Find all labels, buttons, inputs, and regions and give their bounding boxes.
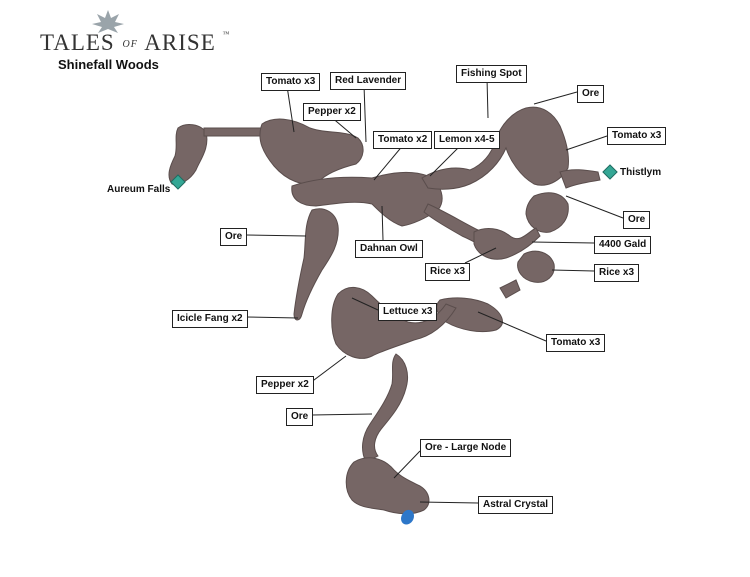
terrain-south-spine bbox=[362, 353, 409, 463]
label-tomato-x3-north: Tomato x3 bbox=[261, 73, 321, 91]
leader-line bbox=[464, 247, 497, 264]
logo-word-tales: TALES bbox=[40, 30, 115, 55]
logo-word-arise: ARISE bbox=[144, 30, 216, 55]
exit-label-aureum-falls[interactable]: Aureum Falls bbox=[107, 184, 171, 195]
terrain-west-corridor bbox=[203, 127, 263, 137]
leader-line bbox=[477, 311, 547, 342]
logo-crest-icon bbox=[92, 10, 124, 33]
label-lettuce-x3: Lettuce x3 bbox=[378, 303, 438, 321]
terrain-east-link bbox=[559, 169, 601, 189]
label-pepper-x2-south: Pepper x2 bbox=[256, 376, 314, 394]
leader-line bbox=[381, 205, 384, 241]
label-fishing-spot: Fishing Spot bbox=[456, 65, 527, 83]
leader-line bbox=[286, 85, 295, 133]
leader-line bbox=[363, 84, 367, 143]
leader-line bbox=[565, 195, 624, 219]
exit-diamond-icon[interactable] bbox=[602, 164, 618, 180]
terrain-central-passage bbox=[291, 171, 443, 227]
terrain-connector-south bbox=[499, 279, 521, 299]
leader-line bbox=[245, 234, 307, 237]
leader-line bbox=[565, 135, 608, 151]
terrain-middle-region bbox=[331, 287, 457, 359]
label-4400-gald: 4400 Gald bbox=[594, 236, 652, 254]
leader-line bbox=[393, 450, 421, 479]
label-astral-crystal: Astral Crystal bbox=[478, 496, 554, 514]
label-tomato-x3-south: Tomato x3 bbox=[546, 334, 606, 352]
leader-line bbox=[419, 501, 479, 504]
label-ore-large-node: Ore - Large Node bbox=[420, 439, 512, 457]
leader-line bbox=[429, 143, 463, 177]
label-lemon-x4-5: Lemon x4-5 bbox=[434, 131, 500, 149]
leader-line bbox=[551, 269, 595, 272]
label-tomato-x2: Tomato x2 bbox=[373, 131, 433, 149]
map-subtitle: Shinefall Woods bbox=[58, 57, 159, 72]
game-logo: TALES OF ARISE ™ bbox=[40, 30, 230, 56]
label-rice-x3-west: Rice x3 bbox=[425, 263, 471, 281]
label-ore-east: Ore bbox=[623, 211, 651, 229]
label-ore-northeast: Ore bbox=[577, 85, 605, 103]
terrain-east-pocket bbox=[525, 192, 569, 233]
terrain-south-chamber bbox=[345, 457, 430, 515]
terrain-aureum-arm bbox=[168, 124, 208, 185]
label-tomato-x3-east: Tomato x3 bbox=[607, 127, 667, 145]
leader-line bbox=[533, 91, 578, 105]
label-icicle-fang-x2: Icicle Fang x2 bbox=[172, 310, 248, 328]
leader-line bbox=[486, 77, 489, 119]
leader-line bbox=[309, 355, 347, 384]
astral-crystal-icon[interactable] bbox=[401, 509, 414, 525]
leader-line bbox=[245, 316, 299, 319]
leader-line bbox=[351, 297, 379, 311]
leader-line bbox=[311, 413, 373, 416]
label-ore-west: Ore bbox=[220, 228, 248, 246]
terrain-rice-corridor bbox=[473, 227, 541, 260]
terrain-northwest-cluster bbox=[259, 118, 364, 185]
logo-trademark: ™ bbox=[222, 30, 231, 38]
label-dahnan-owl: Dahnan Owl bbox=[355, 240, 423, 258]
exit-diamond-icon[interactable] bbox=[170, 174, 186, 190]
label-red-lavender: Red Lavender bbox=[330, 72, 407, 90]
label-rice-x3-east: Rice x3 bbox=[594, 264, 640, 282]
map-markers bbox=[170, 164, 618, 525]
terrain-west-spine bbox=[293, 208, 339, 321]
label-ore-south: Ore bbox=[286, 408, 314, 426]
label-pepper-x2-north: Pepper x2 bbox=[303, 103, 361, 121]
terrain-gald-pocket bbox=[517, 250, 555, 283]
logo-word-of: OF bbox=[122, 39, 138, 51]
exit-label-thistlym[interactable]: Thistlym bbox=[620, 167, 662, 178]
leader-line bbox=[373, 143, 405, 181]
leader-lines bbox=[245, 77, 624, 504]
leader-line bbox=[531, 241, 595, 244]
